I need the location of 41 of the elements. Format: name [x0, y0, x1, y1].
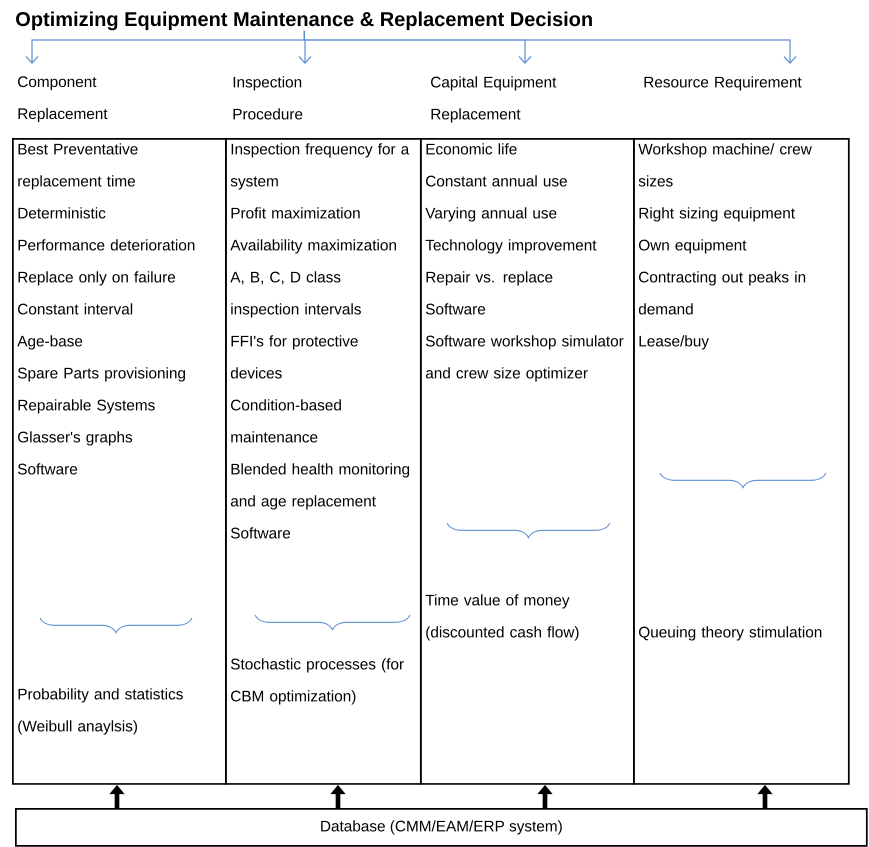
- list-item: Workshop machine/ crew sizes: [638, 143, 812, 187]
- list-item: Spare Parts provisioning: [18, 367, 185, 382]
- list-item: Probability and statistics (Weibull anaylsis): [18, 688, 183, 735]
- list-item: Constant annual use: [426, 175, 567, 187]
- column-heading: Component Replacement: [18, 76, 108, 122]
- list-item: Constant interval: [18, 303, 132, 315]
- list-item: Repair vs. replace: [426, 271, 552, 286]
- column-heading: Inspection Procedure: [234, 76, 302, 120]
- list-item: Deterministic: [18, 207, 106, 219]
- column-heading: Capital Equipment Replacement: [431, 76, 556, 123]
- list-item: Contracting out peaks in demand: [638, 271, 806, 315]
- list-item: Varying annual use: [425, 207, 556, 222]
- database-box: Database (CMM/EAM/ERP system): [15, 808, 868, 847]
- list-item: Technology improvement: [426, 239, 596, 254]
- list-item: Blended health monitoring and age replacement: [230, 463, 410, 510]
- list-item: Profit maximization: [232, 207, 360, 219]
- list-item: Economic life: [426, 143, 517, 155]
- list-item: Stochastic processes (for CBM optimization): [230, 658, 404, 705]
- list-item: Replace only on failure: [18, 271, 176, 286]
- list-item: Software: [18, 463, 78, 475]
- title: Optimizing Equipment Maintenance & Replacement Decision: [16, 12, 592, 30]
- list-item: Inspection frequency for a system: [230, 143, 410, 190]
- list-item: Right sizing equipment: [640, 207, 795, 222]
- list-item: A, B, C, D class inspection intervals: [230, 271, 361, 318]
- list-item: Time value of money (discounted cash flow): [426, 594, 579, 641]
- list-item: FFI's for protective devices: [230, 335, 358, 379]
- list-item: Lease/buy: [640, 335, 709, 350]
- list-item: Software workshop simulator and crew size optimizer: [426, 335, 624, 382]
- list-item: Availability maximization: [230, 239, 396, 254]
- list-item: Condition-based maintenance: [231, 399, 341, 443]
- list-item: Glasser's graphs: [18, 431, 132, 446]
- list-item: Performance deterioration: [18, 239, 194, 251]
- list-item: Queuing theory stimulation: [639, 626, 822, 641]
- list-item: Age-base: [17, 335, 82, 350]
- column-heading: Resource Requirement: [644, 76, 802, 91]
- arrow: [304, 30, 796, 64]
- list-item: Software: [426, 303, 486, 315]
- list-item: Own equipment: [639, 239, 746, 254]
- list-item: Best Preventative replacement time: [18, 143, 138, 190]
- list-item: Repairable Systems: [18, 399, 155, 414]
- list-item: Software: [230, 527, 290, 539]
